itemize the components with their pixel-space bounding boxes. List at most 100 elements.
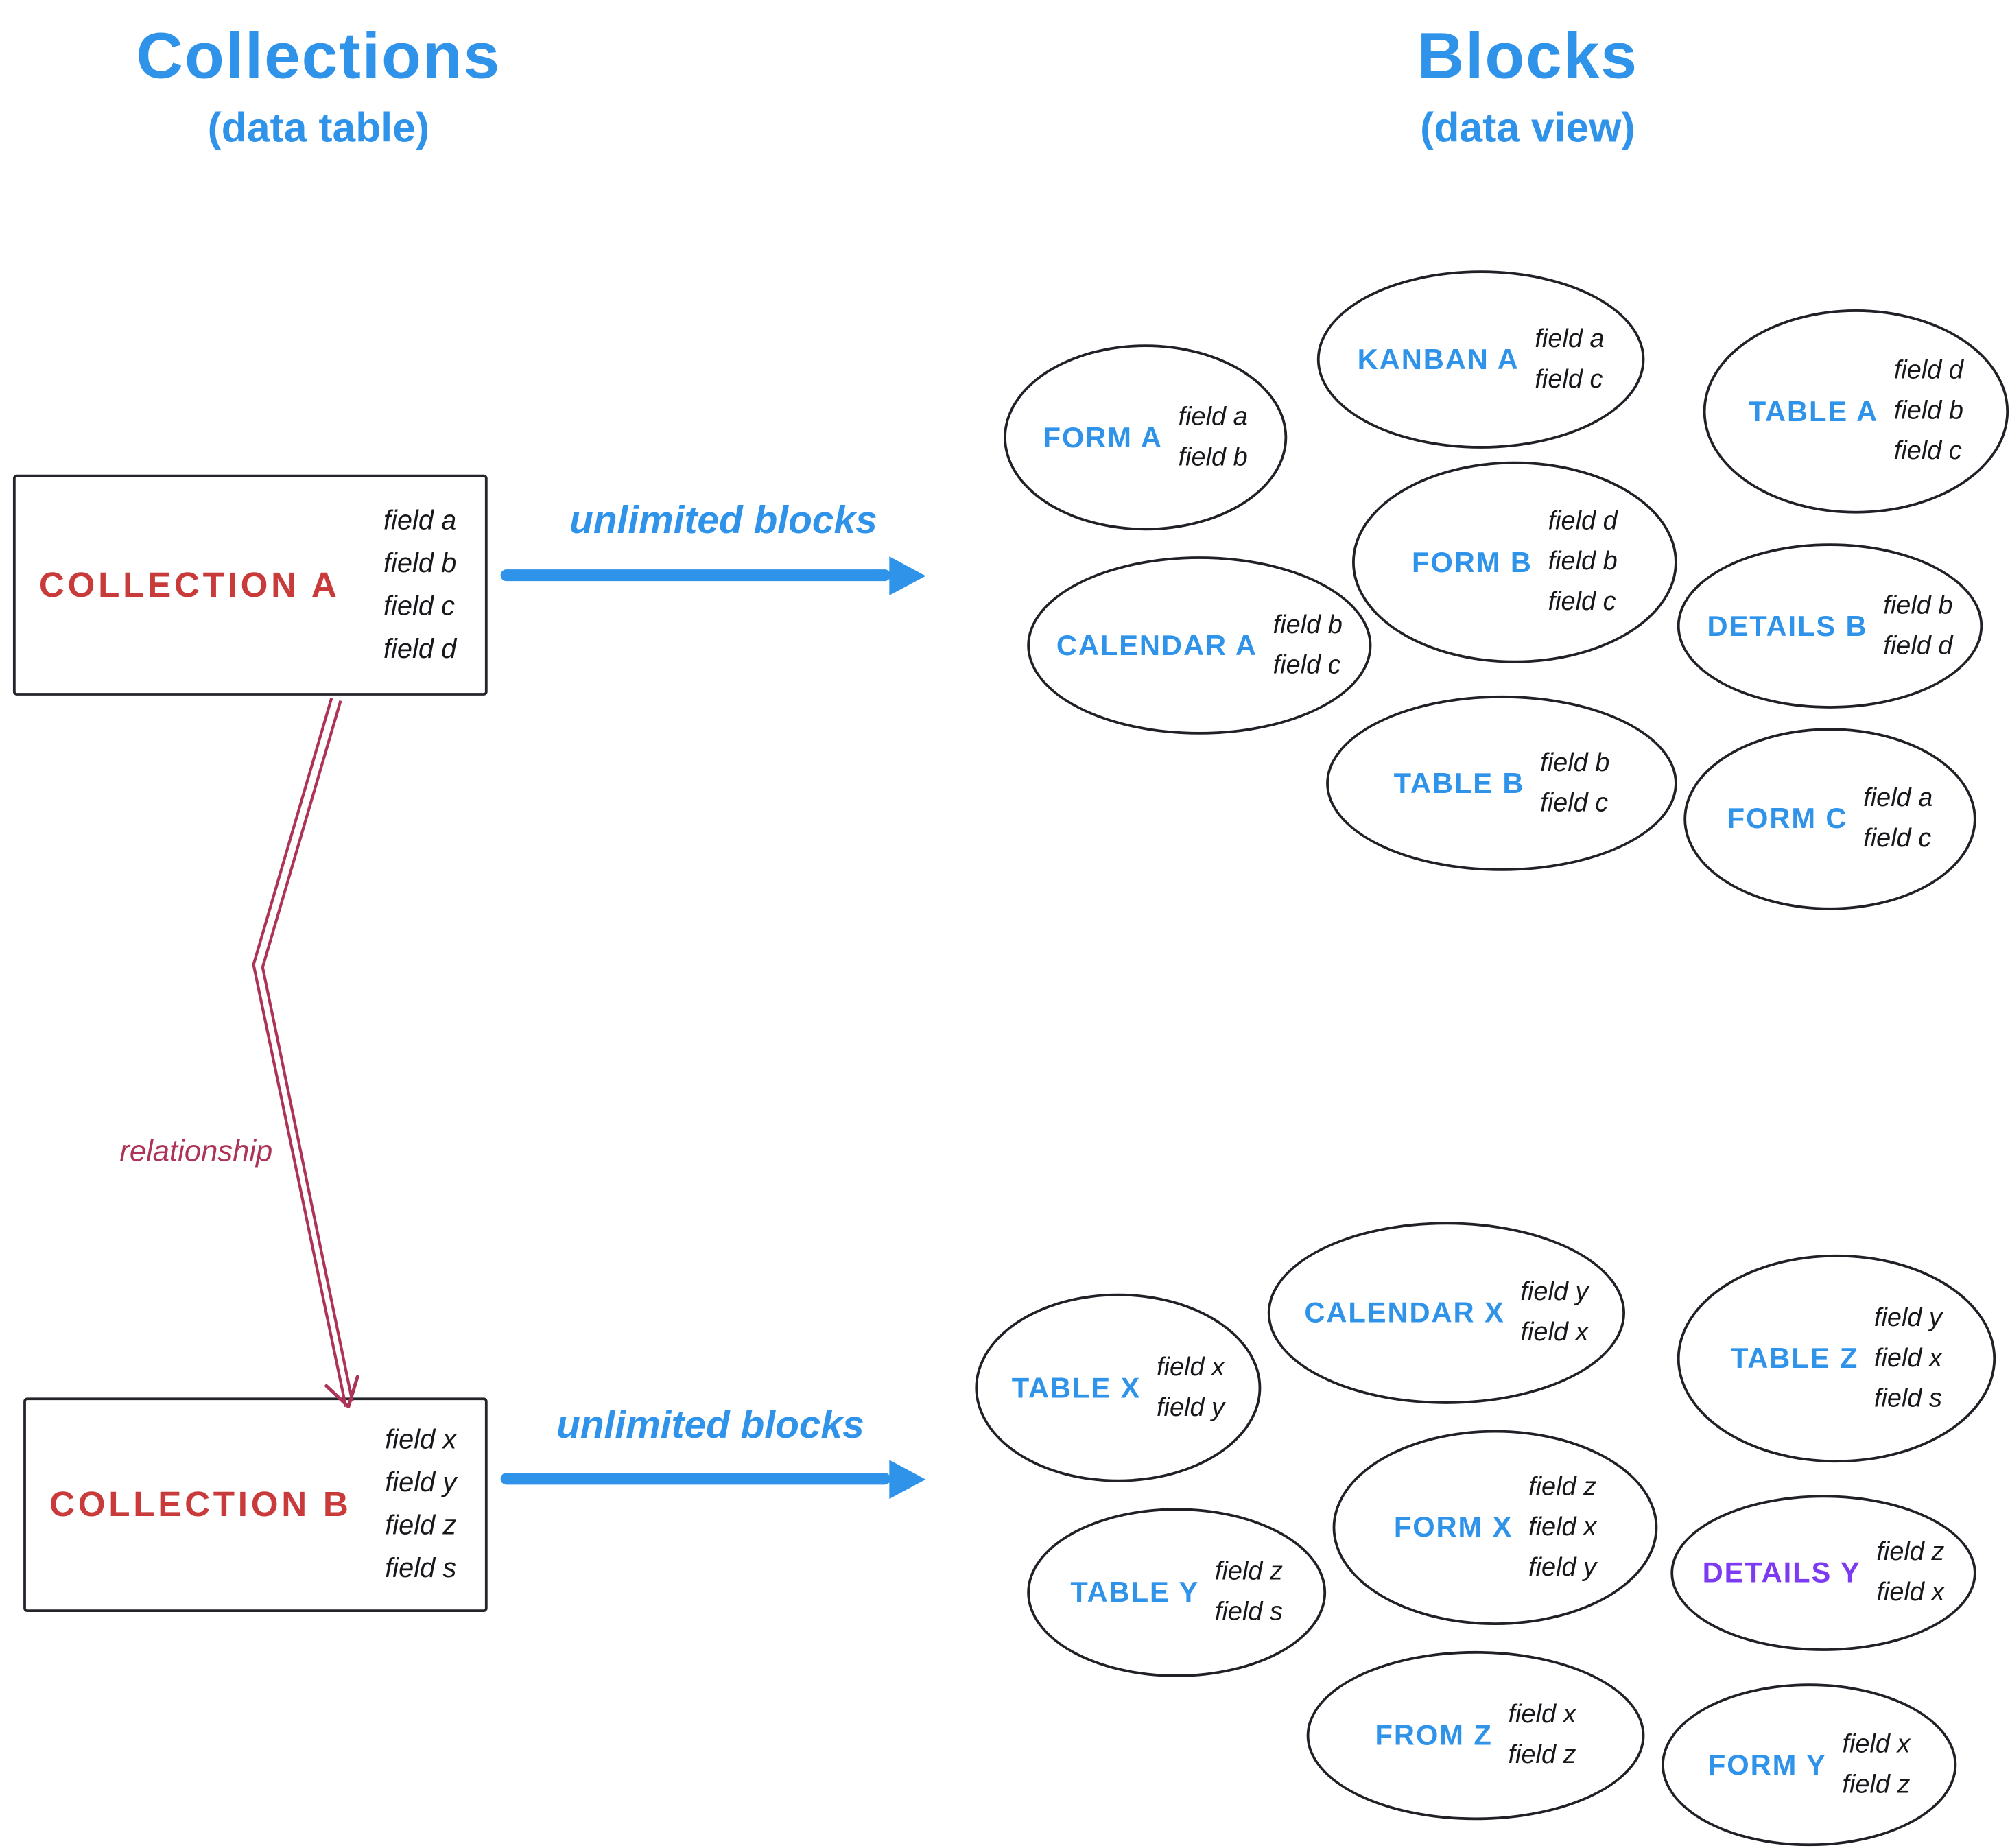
collection-field: field z <box>385 1511 457 1541</box>
block-label: FORM C <box>1727 802 1848 835</box>
collection-field: field x <box>385 1425 457 1455</box>
block-ellipse-table-a: TABLE A field d field b field c <box>1703 309 2009 514</box>
block-ellipse-form-b: FORM B field d field b field c <box>1352 461 1677 663</box>
block-field: field x <box>1520 1318 1589 1347</box>
block-field: field d <box>1883 631 1953 660</box>
block-ellipse-calendar-a: CALENDAR A field b field c <box>1027 556 1372 735</box>
block-field: field c <box>1273 650 1341 680</box>
block-ellipse-form-c: FORM C field a field c <box>1683 728 1976 910</box>
block-ellipse-calendar-x: CALENDAR X field y field x <box>1267 1222 1625 1404</box>
block-fields: field d field b field c <box>1548 502 1618 623</box>
collection-field: field s <box>385 1553 457 1584</box>
collection-a-fields: field a field b field c field d <box>383 505 456 665</box>
block-field: field d <box>1893 356 1963 385</box>
collection-field: field a <box>383 505 457 535</box>
block-fields: field x field y <box>1157 1347 1225 1428</box>
block-label: TABLE B <box>1393 766 1525 799</box>
blocks-title: Blocks <box>1417 19 1638 93</box>
block-field: field y <box>1520 1277 1589 1307</box>
block-field: field b <box>1178 442 1248 472</box>
collection-a-label: COLLECTION A <box>38 565 340 604</box>
collection-a-box: COLLECTION A field a field b field c fie… <box>12 474 488 696</box>
block-field: field a <box>1535 324 1605 353</box>
block-field: field b <box>1893 396 1963 425</box>
block-label: FORM Y <box>1707 1748 1827 1781</box>
block-fields: field b field c <box>1273 605 1343 686</box>
block-label: KANBAN A <box>1357 342 1520 375</box>
unlimited-blocks-label-b: unlimited blocks <box>556 1403 864 1447</box>
block-fields: field y field x <box>1520 1272 1588 1353</box>
unlimited-blocks-label-a: unlimited blocks <box>569 499 877 543</box>
block-fields: field x field z <box>1508 1695 1576 1776</box>
block-fields: field y field x field s <box>1874 1298 1942 1419</box>
collection-field: field b <box>383 547 457 578</box>
block-field: field a <box>1178 402 1248 431</box>
block-label: CALENDAR A <box>1056 628 1257 661</box>
block-field: field x <box>1508 1700 1576 1729</box>
block-field: field s <box>1873 1384 1942 1413</box>
block-field: field c <box>1548 587 1616 617</box>
block-field: field x <box>1528 1513 1597 1541</box>
collection-field: field c <box>383 591 455 621</box>
block-field: field z <box>1508 1740 1576 1770</box>
block-ellipse-details-b: DETAILS B field b field d <box>1677 543 1983 709</box>
block-label: DETAILS B <box>1707 608 1868 642</box>
blocks-subtitle: (data view) <box>1420 104 1635 151</box>
block-fields: field z field x <box>1876 1532 1944 1613</box>
relationship-label: relationship <box>119 1133 273 1168</box>
block-field: field b <box>1540 748 1610 777</box>
block-label: DETAILS Y <box>1702 1556 1861 1589</box>
collection-field: field y <box>385 1467 457 1498</box>
block-label: FORM X <box>1393 1511 1513 1543</box>
block-field: field d <box>1548 507 1618 536</box>
block-ellipse-kanban-a: KANBAN A field a field c <box>1316 270 1645 449</box>
block-ellipse-table-b: TABLE B field b field c <box>1326 695 1677 871</box>
block-field: field x <box>1876 1578 1945 1607</box>
block-label: FORM B <box>1412 545 1533 578</box>
block-field: field a <box>1863 783 1933 813</box>
block-field: field s <box>1214 1598 1283 1626</box>
block-field: field x <box>1873 1343 1942 1373</box>
block-fields: field b field c <box>1540 743 1609 824</box>
block-field: field b <box>1883 591 1953 620</box>
block-fields: field d field b field c <box>1894 351 1963 472</box>
block-ellipse-form-x: FORM X field z field x field y <box>1332 1430 1658 1625</box>
block-fields: field a field c <box>1535 319 1604 400</box>
collection-b-box: COLLECTION B field x field y field z fie… <box>23 1397 488 1613</box>
block-label: TABLE Z <box>1730 1341 1859 1375</box>
collection-b-fields: field x field y field z field s <box>385 1425 456 1585</box>
block-ellipse-table-y: TABLE Y field z field s <box>1027 1508 1327 1677</box>
block-field: field x <box>1842 1729 1911 1759</box>
relationship-arrow <box>252 698 359 1409</box>
unlimited-blocks-arrow-a <box>500 569 891 582</box>
collections-header: Collections (data table) <box>39 19 598 152</box>
block-field: field z <box>1876 1538 1945 1567</box>
block-label: TABLE Y <box>1070 1575 1200 1609</box>
block-fields: field x field z <box>1842 1725 1910 1805</box>
block-field: field c <box>1540 788 1609 818</box>
block-label: CALENDAR X <box>1304 1296 1505 1329</box>
block-label: TABLE A <box>1748 394 1879 427</box>
block-field: field z <box>1528 1472 1597 1502</box>
blocks-header: Blocks (data view) <box>1248 19 1807 152</box>
block-field: field c <box>1863 824 1932 853</box>
collections-subtitle: (data table) <box>207 104 430 151</box>
block-fields: field z field s <box>1215 1552 1283 1633</box>
block-label: FROM Z <box>1375 1718 1493 1751</box>
block-field: field y <box>1873 1303 1942 1332</box>
block-field: field b <box>1548 547 1618 576</box>
block-field: field c <box>1893 436 1962 466</box>
block-fields: field b field d <box>1883 586 1952 667</box>
block-field: field z <box>1842 1770 1911 1799</box>
block-ellipse-from-z: FROM Z field x field z <box>1306 1650 1645 1821</box>
block-ellipse-table-x: TABLE X field x field y <box>975 1293 1262 1482</box>
block-label: TABLE X <box>1011 1371 1142 1403</box>
block-fields: field z field x field y <box>1528 1467 1596 1588</box>
collections-title: Collections <box>136 19 501 93</box>
block-fields: field a field c <box>1863 779 1932 860</box>
block-field: field x <box>1156 1352 1225 1382</box>
block-label: FORM A <box>1043 420 1163 453</box>
block-field: field y <box>1528 1552 1597 1582</box>
